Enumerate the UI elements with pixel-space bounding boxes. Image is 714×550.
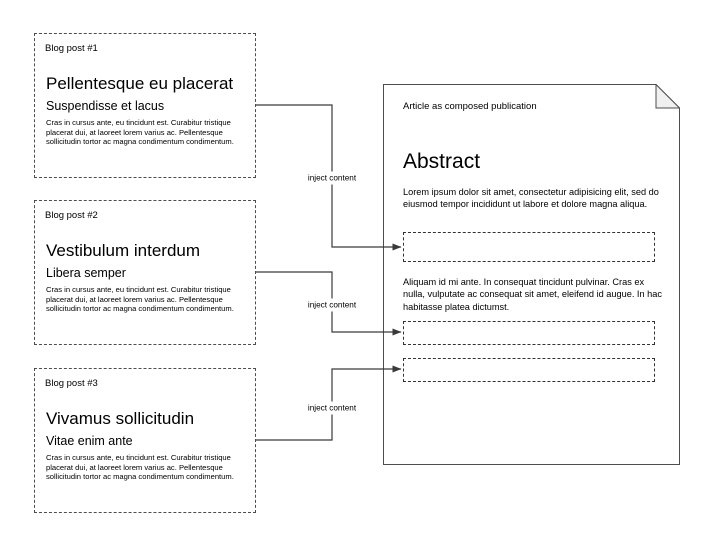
- blog-post-kicker-2: Blog post #2: [45, 210, 98, 221]
- blog-post-subtitle-2: Libera semper: [46, 266, 126, 280]
- injection-slot-1[interactable]: [403, 232, 655, 262]
- blog-post-body-2: Cras in cursus ante, eu tincidunt est. C…: [46, 285, 234, 314]
- blog-post-body-3: Cras in cursus ante, eu tincidunt est. C…: [46, 453, 234, 482]
- blog-post-card-2[interactable]: Blog post #2 Vestibulum interdum Libera …: [34, 200, 256, 345]
- blog-post-body-1: Cras in cursus ante, eu tincidunt est. C…: [46, 118, 234, 147]
- connector-label-1: inject content: [304, 171, 360, 185]
- blog-post-kicker-3: Blog post #3: [45, 378, 98, 389]
- blog-post-subtitle-1: Suspendisse et lacus: [46, 99, 165, 113]
- injection-slot-2[interactable]: [403, 321, 655, 345]
- document-heading: Abstract: [403, 150, 481, 173]
- blog-post-kicker-1: Blog post #1: [45, 43, 98, 54]
- blog-post-title-1: Pellentesque eu placerat: [46, 74, 234, 93]
- blog-post-card-1[interactable]: Blog post #1 Pellentesque eu placerat Su…: [34, 33, 256, 178]
- blog-post-card-3[interactable]: Blog post #3 Vivamus sollicitudin Vitae …: [34, 368, 256, 513]
- document-paragraph-1: Lorem ipsum dolor sit amet, consectetur …: [403, 187, 659, 210]
- document-page-outline-icon: [383, 84, 680, 465]
- blog-post-title-2: Vestibulum interdum: [46, 241, 201, 260]
- document-paragraph-2: Aliquam id mi ante. In consequat tincidu…: [403, 277, 662, 312]
- injection-slot-3[interactable]: [403, 358, 655, 382]
- document-kicker: Article as composed publication: [403, 101, 537, 112]
- publication-document[interactable]: Article as composed publication Abstract…: [383, 84, 680, 465]
- connector-label-2: inject content: [304, 298, 360, 312]
- connector-label-3: inject content: [304, 401, 360, 415]
- blog-post-subtitle-3: Vitae enim ante: [46, 434, 133, 448]
- blog-post-title-3: Vivamus sollicitudin: [46, 409, 195, 428]
